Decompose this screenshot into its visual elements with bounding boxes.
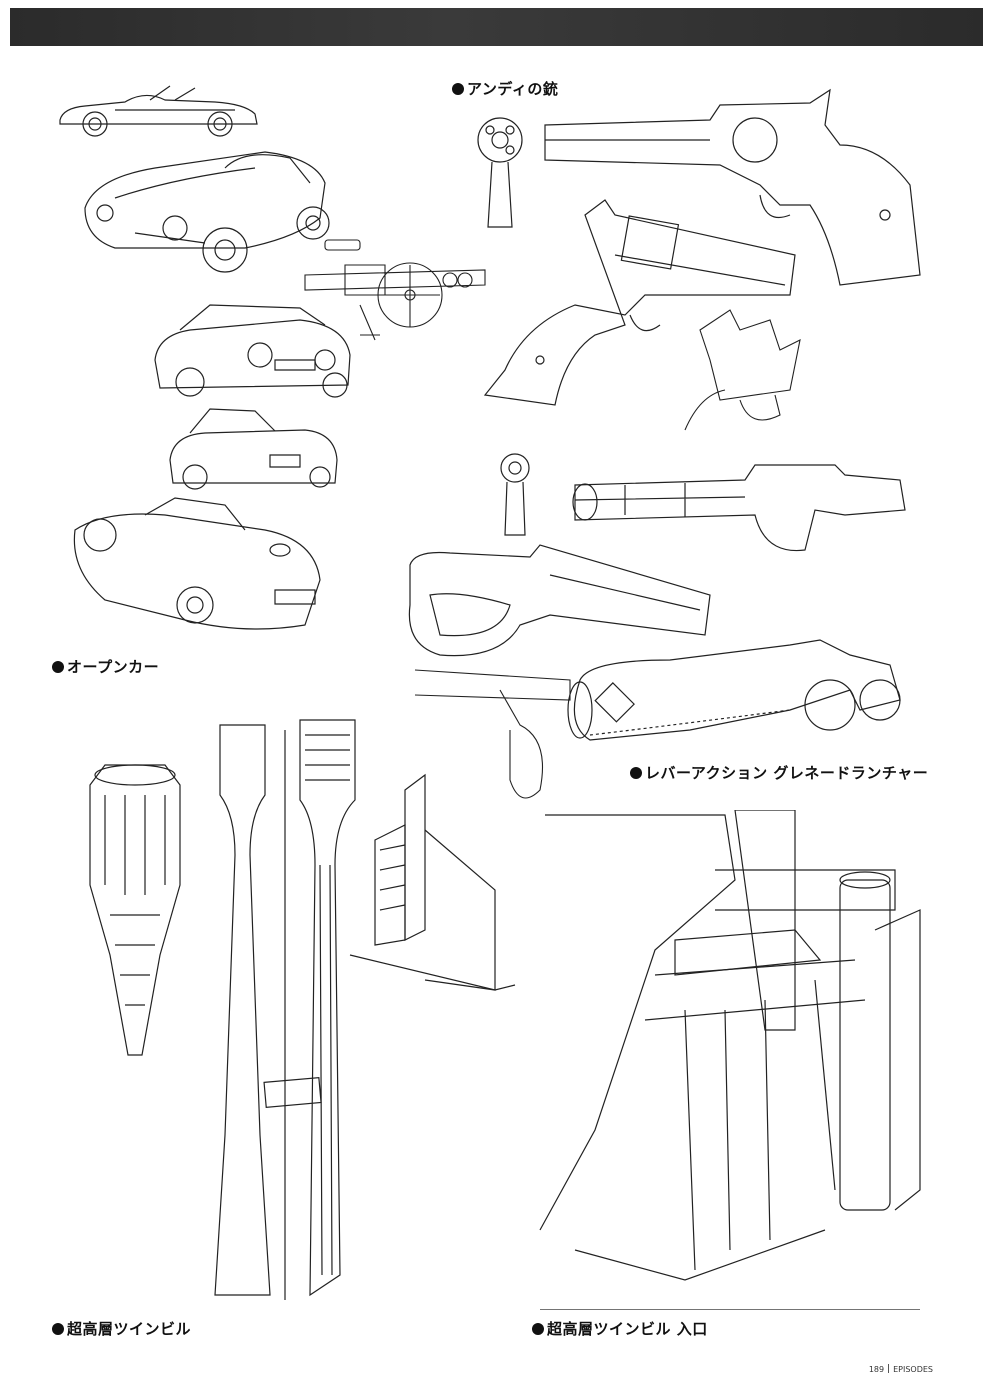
bullet-icon bbox=[452, 83, 464, 95]
caption-super-high-rise-twin-building-entrance: 超高層ツインビル 入口 bbox=[532, 1318, 708, 1339]
twin-building-entrance-sketch bbox=[535, 810, 925, 1310]
caption-super-high-rise-twin-building: 超高層ツインビル bbox=[52, 1318, 191, 1339]
footer-divider bbox=[888, 1364, 890, 1373]
car-sketch-front bbox=[150, 300, 360, 400]
revolver-side-sketch bbox=[540, 85, 925, 295]
caption-lever-action-grenade-launcher: レバーアクション グレネードランチャー bbox=[630, 762, 928, 783]
car-dashboard-sketch bbox=[300, 235, 490, 345]
revolver-angled-sketch bbox=[465, 195, 810, 410]
launcher-barrel-detail-sketch bbox=[560, 630, 910, 755]
page-footer: 189 EPISODES bbox=[869, 1364, 933, 1374]
launcher-front-view-sketch bbox=[495, 450, 535, 540]
tower-top-sketch bbox=[80, 755, 190, 1065]
caption-andy-gun: アンディの銃 bbox=[452, 78, 558, 99]
bullet-icon bbox=[532, 1323, 544, 1335]
caption-open-car: オープンカー bbox=[52, 656, 159, 677]
car-sketch-side bbox=[55, 80, 265, 140]
twin-tower-elevation-sketch bbox=[210, 715, 375, 1305]
bullet-icon bbox=[630, 767, 642, 779]
launcher-lever-detail-sketch bbox=[410, 650, 580, 810]
car-sketch-front-three-quarter bbox=[75, 138, 335, 278]
tower-base-detail-sketch bbox=[345, 770, 525, 1000]
revolver-front-view-sketch bbox=[470, 112, 530, 232]
revolver-hammer-detail-sketch bbox=[680, 300, 820, 435]
section-name: EPISODES bbox=[893, 1365, 933, 1374]
bullet-icon bbox=[52, 1323, 64, 1335]
page-number: 189 bbox=[868, 1365, 885, 1374]
car-sketch-rear bbox=[165, 405, 340, 490]
launcher-side-sketch bbox=[565, 455, 910, 560]
car-sketch-rear-three-quarter bbox=[65, 490, 340, 640]
bullet-icon bbox=[52, 661, 64, 673]
launcher-angled-sketch bbox=[400, 535, 720, 665]
header-bar bbox=[10, 8, 983, 46]
